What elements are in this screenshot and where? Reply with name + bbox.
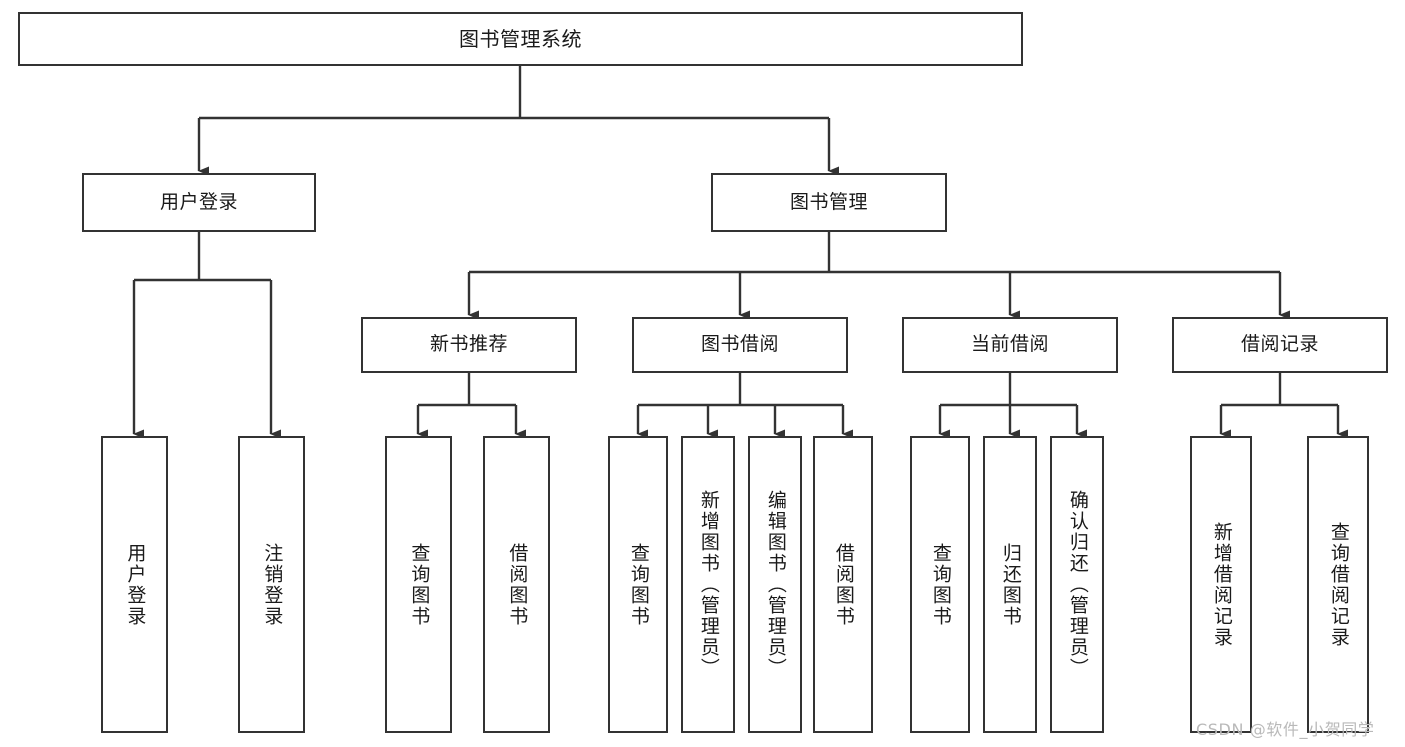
node-current-borrow[interactable]: 当前借阅: [902, 317, 1118, 373]
node-leaf-borrow-book-2[interactable]: 借阅图书: [813, 436, 873, 733]
node-label: 新书推荐: [429, 333, 508, 356]
node-leaf-borrow-book-1[interactable]: 借阅图书: [483, 436, 550, 733]
node-book-manage[interactable]: 图书管理: [711, 173, 947, 232]
node-new-book-recommend[interactable]: 新书推荐: [361, 317, 577, 373]
node-label: 查询图书: [627, 542, 650, 627]
node-root[interactable]: 图书管理系统: [18, 12, 1023, 66]
node-book-borrow[interactable]: 图书借阅: [632, 317, 848, 373]
node-user-login[interactable]: 用户登录: [82, 173, 316, 232]
node-leaf-logout[interactable]: 注销登录: [238, 436, 305, 733]
node-leaf-user-login[interactable]: 用户登录: [101, 436, 168, 733]
node-leaf-add-book[interactable]: 新增图书（管理员）: [681, 436, 735, 733]
node-leaf-query-record[interactable]: 查询借阅记录: [1307, 436, 1369, 733]
node-label: 图书管理系统: [459, 26, 582, 51]
node-label: 图书借阅: [700, 333, 779, 356]
node-borrow-record[interactable]: 借阅记录: [1172, 317, 1388, 373]
node-label: 借阅图书: [506, 542, 529, 627]
node-leaf-query-book-2[interactable]: 查询图书: [608, 436, 668, 733]
node-leaf-edit-book[interactable]: 编辑图书（管理员）: [748, 436, 802, 733]
node-leaf-add-record[interactable]: 新增借阅记录: [1190, 436, 1252, 733]
node-leaf-query-book-1[interactable]: 查询图书: [385, 436, 452, 733]
node-label: 注销登录: [261, 542, 284, 627]
node-label: 查询图书: [408, 542, 431, 627]
node-label: 借阅记录: [1240, 333, 1319, 356]
node-leaf-query-book-3[interactable]: 查询图书: [910, 436, 970, 733]
node-label: 用户登录: [124, 542, 147, 627]
node-label: 新增借阅记录: [1210, 521, 1233, 648]
node-label: 编辑图书（管理员）: [764, 490, 787, 679]
node-leaf-confirm-return[interactable]: 确认归还（管理员）: [1050, 436, 1104, 733]
node-label: 查询图书: [929, 542, 952, 627]
node-label: 确认归还（管理员）: [1066, 490, 1089, 679]
node-label: 图书管理: [789, 190, 868, 213]
node-label: 归还图书: [999, 542, 1022, 627]
node-label: 新增图书（管理员）: [697, 490, 720, 679]
node-label: 查询借阅记录: [1327, 521, 1350, 648]
node-label: 当前借阅: [970, 333, 1049, 356]
node-label: 用户登录: [159, 190, 238, 213]
node-label: 借阅图书: [832, 542, 855, 627]
node-leaf-return-book[interactable]: 归还图书: [983, 436, 1037, 733]
